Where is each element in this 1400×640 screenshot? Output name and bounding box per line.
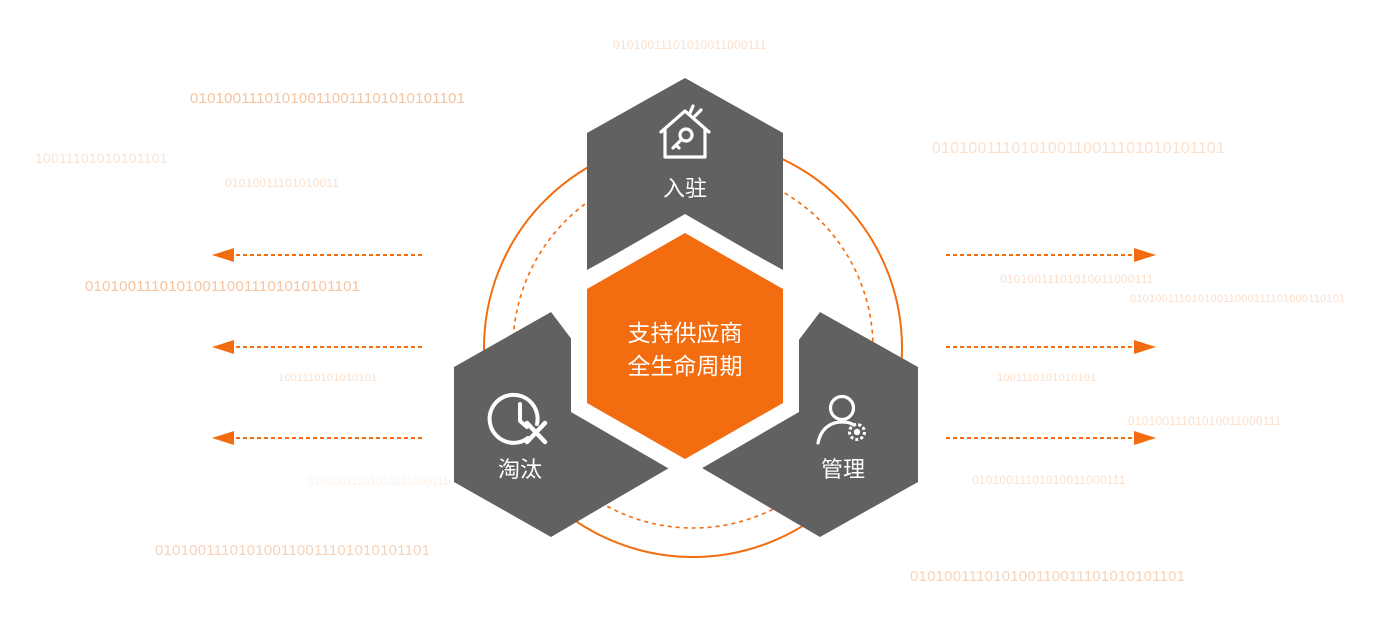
binary-text: 01010011101010011000111 [613, 38, 767, 52]
left-arrow [212, 248, 422, 262]
hexagon-eliminate [454, 312, 669, 537]
binary-text: 010100111010100110011101010101101 [932, 140, 1226, 157]
binary-text: 010100111010100110011101010101101 [85, 278, 361, 295]
label-manage: 管理 [821, 458, 865, 483]
binary-text: 01010011101010011000111 [972, 473, 1126, 487]
binary-text: 1001110101010101 [997, 372, 1097, 384]
label-onboard: 入驻 [663, 177, 707, 202]
binary-text: 01010011101010011 [225, 176, 340, 190]
binary-text: 01010011101010011000111 [1000, 272, 1154, 286]
left-arrow [212, 340, 422, 354]
binary-text: 10011101010101101 [35, 150, 168, 166]
right-arrow [946, 248, 1156, 262]
house-key-icon [659, 104, 711, 159]
hexagon-onboard [587, 78, 783, 270]
right-arrow [946, 340, 1156, 354]
binary-text: 1001110101010101 [278, 372, 378, 384]
binary-text: 01010011101010011000111 [1128, 414, 1282, 428]
right-arrow [946, 431, 1156, 445]
label-eliminate: 淘汰 [498, 458, 542, 483]
user-gear-icon [816, 394, 866, 445]
left-arrow [212, 431, 422, 445]
binary-text: 010100111010100110011101010101101 [190, 90, 466, 107]
center-hexagon [587, 233, 783, 459]
center-title-line1: 支持供应商 [628, 321, 743, 347]
binary-text: 01010011101010011000111 [308, 476, 450, 488]
left-arrows [212, 248, 422, 445]
binary-text: 010100111010100110011101010101101 [155, 542, 431, 559]
clock-cancel-icon [487, 392, 548, 445]
center-title-line2: 全生命周期 [628, 354, 743, 380]
hexagon-manage [702, 312, 918, 537]
binary-text: 01010011101010011000111101000110101 [1130, 293, 1346, 305]
right-arrows [946, 248, 1156, 445]
binary-text: 010100111010100110011101010101101 [910, 568, 1186, 585]
